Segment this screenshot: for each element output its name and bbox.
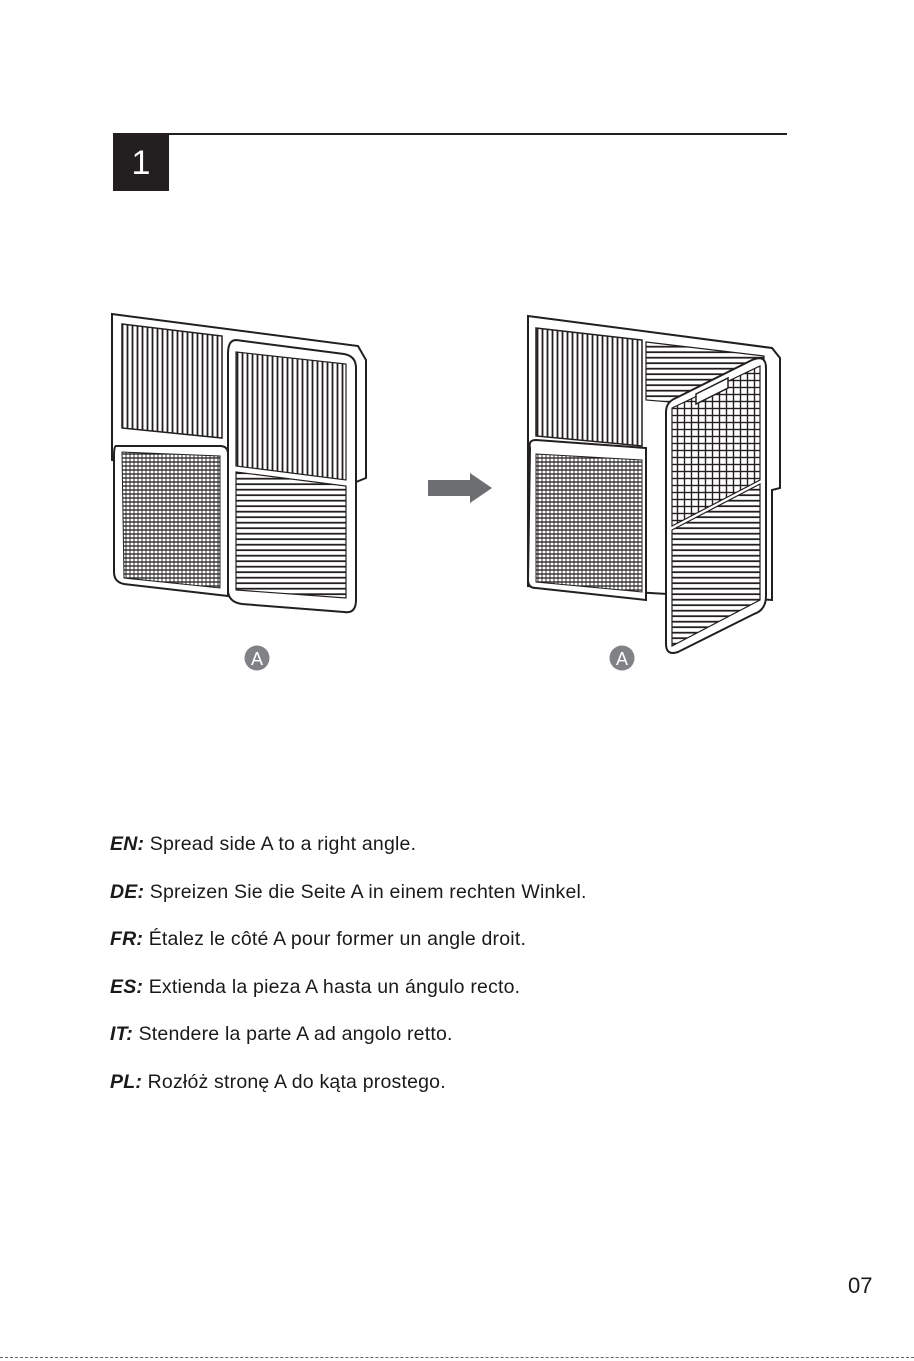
instruction-en: EN: Spread side A to a right angle. (110, 833, 810, 881)
panel-after (528, 316, 780, 653)
instruction-fr: FR: Étalez le côté A pour former un angl… (110, 928, 810, 976)
lang-code: DE: (110, 881, 144, 903)
instruction-pl: PL: Rozłóż stronę A do kąta prostego. (110, 1071, 810, 1119)
panel-before (112, 314, 366, 612)
step-number-badge: 1 (113, 135, 169, 191)
instruction-it: IT: Stendere la parte A ad angolo retto. (110, 1023, 810, 1071)
lang-code: EN: (110, 833, 144, 855)
instruction-text: Extienda la pieza A hasta un ángulo rect… (143, 976, 520, 998)
instruction-text: Spread side A to a right angle. (144, 833, 416, 855)
assembly-illustration: A A (100, 300, 820, 690)
lang-code: IT: (110, 1023, 133, 1045)
lang-code: PL: (110, 1071, 142, 1093)
instruction-text: Stendere la parte A ad angolo retto. (133, 1023, 453, 1045)
instruction-es: ES: Extienda la pieza A hasta un ángulo … (110, 976, 810, 1024)
instruction-text: Rozłóż stronę A do kąta prostego. (142, 1071, 446, 1093)
page-bottom-cut-line (0, 1357, 914, 1358)
label-a-after: A (616, 649, 628, 669)
instruction-de: DE: Spreizen Sie die Seite A in einem re… (110, 881, 810, 929)
page-number: 07 (848, 1273, 872, 1299)
instruction-text: Étalez le côté A pour former un angle dr… (143, 928, 526, 950)
lang-code: ES: (110, 976, 143, 998)
transition-arrow (428, 473, 492, 503)
header-rule (113, 133, 787, 135)
instruction-list: EN: Spread side A to a right angle. DE: … (110, 833, 810, 1119)
instruction-text: Spreizen Sie die Seite A in einem rechte… (144, 881, 587, 903)
label-a-before: A (251, 649, 263, 669)
lang-code: FR: (110, 928, 143, 950)
